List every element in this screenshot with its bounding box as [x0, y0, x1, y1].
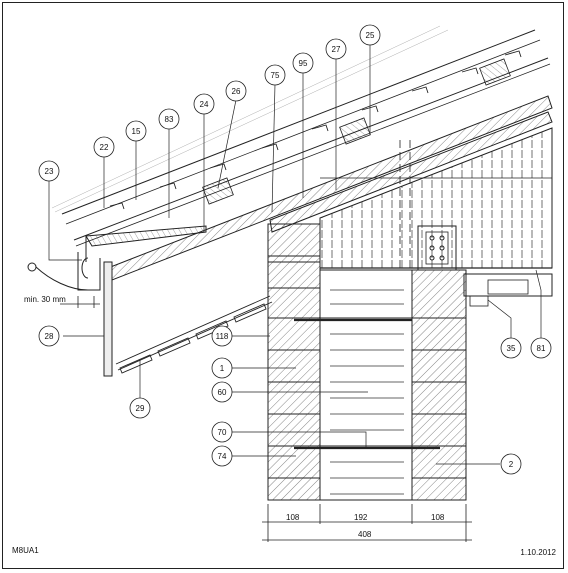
svg-text:27: 27 — [332, 45, 341, 54]
callout-95: 95 — [292, 52, 314, 74]
callout-22: 22 — [93, 136, 115, 158]
callouts: 23 22 15 83 24 26 75 95 27 25 28 118 1 6… — [38, 24, 552, 475]
svg-text:29: 29 — [136, 404, 145, 413]
svg-text:74: 74 — [218, 452, 227, 461]
callout-23: 23 — [38, 160, 60, 182]
svg-text:70: 70 — [218, 428, 227, 437]
callout-24: 24 — [193, 93, 215, 115]
callout-83: 83 — [158, 108, 180, 130]
ceiling-beam — [463, 273, 553, 307]
callout-15: 15 — [125, 120, 147, 142]
callout-74: 74 — [211, 445, 233, 467]
callout-27: 27 — [325, 38, 347, 60]
callout-60: 60 — [211, 381, 233, 403]
dim-segment-2: 192 — [354, 513, 368, 522]
callout-28: 28 — [38, 325, 60, 347]
dim-segment-1: 108 — [286, 513, 300, 522]
eave-board — [85, 225, 207, 247]
svg-text:35: 35 — [507, 344, 516, 353]
svg-text:1: 1 — [220, 364, 225, 373]
dim-segment-3: 108 — [431, 513, 445, 522]
callout-29: 29 — [129, 397, 151, 419]
svg-text:60: 60 — [218, 388, 227, 397]
callout-2: 2 — [500, 453, 522, 475]
underlay-line — [73, 57, 549, 241]
svg-text:26: 26 — [232, 87, 241, 96]
drawing-code: M8UA1 — [12, 546, 39, 555]
svg-text:83: 83 — [165, 115, 174, 124]
callout-75: 75 — [264, 64, 286, 86]
soffit-boards — [115, 295, 273, 374]
callout-26: 26 — [225, 80, 247, 102]
svg-text:24: 24 — [200, 100, 209, 109]
tile-battens — [202, 58, 511, 205]
drawing-date: 1.10.2012 — [520, 548, 556, 557]
svg-text:81: 81 — [537, 344, 546, 353]
svg-text:22: 22 — [100, 143, 109, 152]
callout-118: 118 — [211, 325, 233, 347]
svg-text:25: 25 — [366, 31, 375, 40]
svg-text:118: 118 — [216, 332, 229, 341]
svg-text:2: 2 — [509, 460, 514, 469]
drawing-frame — [2, 2, 564, 569]
log-wall — [267, 223, 467, 501]
gutter — [27, 252, 101, 291]
callout-81: 81 — [530, 337, 552, 359]
min-gap-label: min. 30 mm — [24, 295, 66, 304]
svg-text:95: 95 — [299, 59, 308, 68]
dim-total: 408 — [358, 530, 372, 539]
svg-text:23: 23 — [45, 167, 54, 176]
roof-tiles — [51, 25, 541, 225]
min-gap-dimension — [60, 296, 100, 308]
leader-lines — [48, 44, 542, 465]
svg-text:28: 28 — [45, 332, 54, 341]
fascia-board — [103, 261, 113, 377]
svg-text:15: 15 — [132, 127, 141, 136]
callout-1: 1 — [211, 357, 233, 379]
roof-assembly — [51, 25, 553, 281]
callout-70: 70 — [211, 421, 233, 443]
callout-25: 25 — [359, 24, 381, 46]
svg-text:75: 75 — [271, 71, 280, 80]
callout-35: 35 — [500, 337, 522, 359]
width-dimensions — [262, 504, 472, 542]
